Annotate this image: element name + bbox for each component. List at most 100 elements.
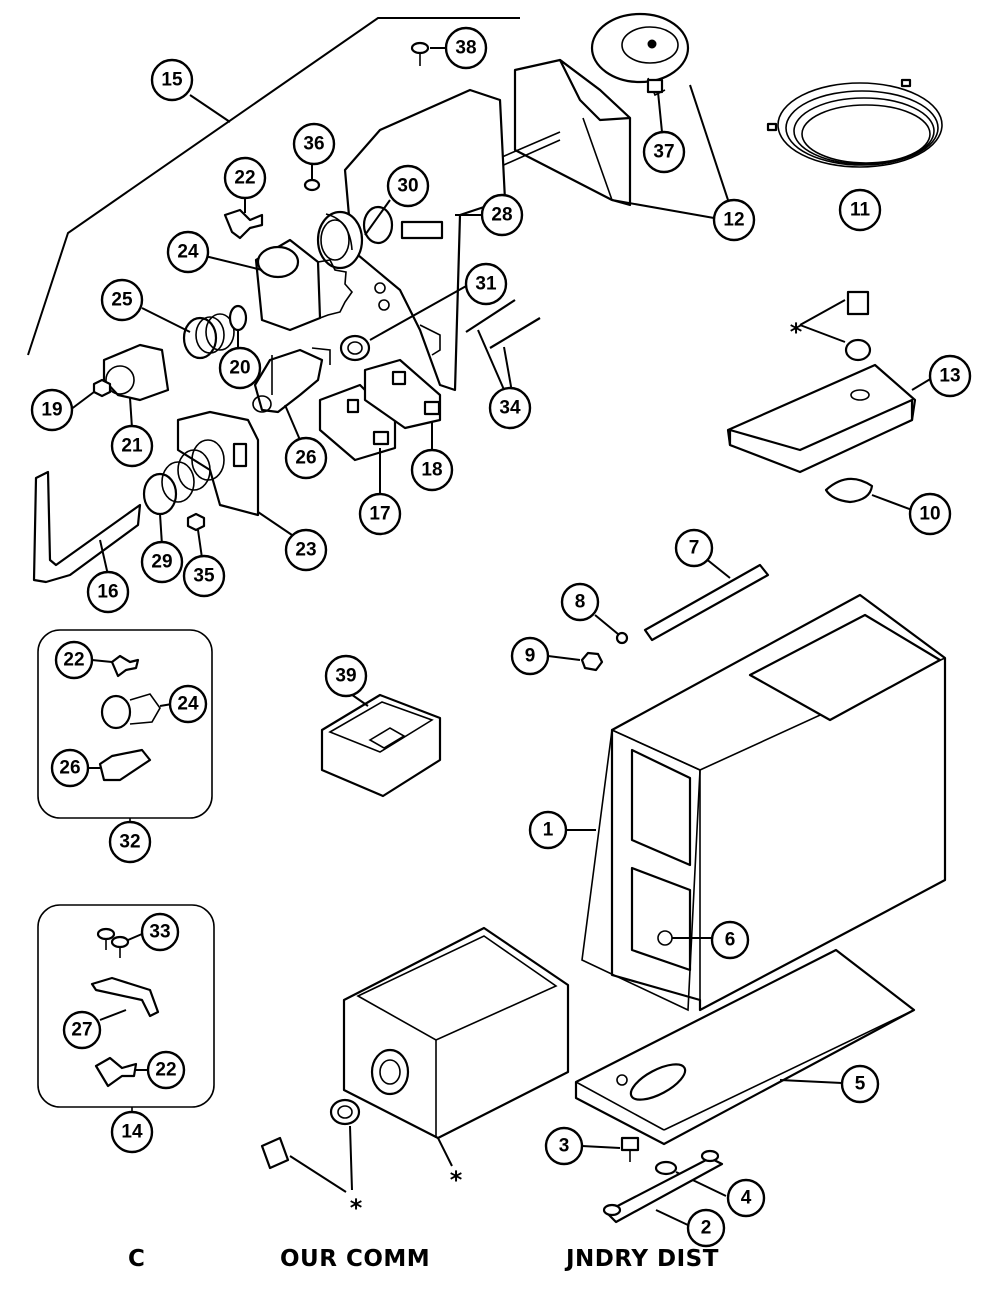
callout-32-26: 26 (50, 748, 90, 788)
part-bin (342, 926, 570, 1167)
svg-text:30: 30 (397, 176, 418, 197)
callout-10: 10 (908, 492, 952, 536)
callout-32-24: 24 (168, 684, 208, 724)
callout-11: 11 (838, 188, 882, 232)
callout-23: 23 (284, 528, 328, 572)
part-spring-25 (141, 307, 235, 360)
callout-39: 39 (324, 654, 368, 698)
callout-20: 20 (218, 346, 262, 390)
part-spring-31 (339, 284, 469, 362)
part-gear-housing (204, 238, 354, 332)
callout-32: 32 (108, 820, 152, 864)
callout-34: 34 (488, 386, 532, 430)
part-spring-30 (316, 199, 394, 270)
svg-text:21: 21 (121, 436, 143, 457)
svg-text:23: 23 (295, 540, 316, 561)
part-cam-21 (102, 343, 170, 429)
svg-text:16: 16 (97, 582, 118, 603)
part-nut-9 (547, 651, 604, 672)
footer-fragment-left: C (128, 1246, 146, 1272)
part-switch-18 (363, 358, 442, 452)
part-screw-36 (303, 162, 321, 192)
callout-38: 38 (444, 26, 488, 70)
svg-text:35: 35 (193, 566, 215, 587)
part-rod-7 (643, 557, 770, 642)
callout-3: 3 (544, 1126, 584, 1166)
callout-15: 15 (150, 58, 194, 102)
svg-text:10: 10 (919, 504, 940, 525)
part-base-plate (574, 948, 916, 1146)
svg-text:24: 24 (177, 242, 199, 263)
group-14-box (37, 904, 215, 1114)
svg-text:6: 6 (725, 930, 736, 951)
svg-text:3: 3 (559, 1136, 570, 1157)
part-wire-harness (766, 78, 943, 168)
svg-text:33: 33 (149, 922, 170, 943)
svg-text:29: 29 (151, 552, 172, 573)
part-spring-bracket (176, 410, 293, 536)
svg-text:5: 5 (855, 1074, 866, 1095)
callout-24: 24 (166, 230, 210, 274)
svg-text:4: 4 (741, 1188, 752, 1209)
callout-8: 8 (560, 582, 600, 622)
callout-26: 26 (284, 436, 328, 480)
callout-36: 36 (292, 122, 336, 166)
svg-text:22: 22 (234, 168, 255, 189)
svg-text:27: 27 (71, 1020, 92, 1041)
footer-fragment-right: JNDRY DIST (566, 1246, 719, 1272)
svg-text:20: 20 (229, 358, 250, 379)
asterisk-knob: * (350, 1194, 363, 1222)
asterisk-fitting: * (790, 318, 803, 346)
footer-caption: C OUR COMM JNDRY DIST (0, 1246, 1000, 1282)
callout-9: 9 (510, 636, 550, 676)
callout-12: 12 (712, 198, 756, 242)
part-spring-29 (142, 439, 225, 546)
callout-21: 21 (110, 424, 154, 468)
callout-4: 4 (726, 1178, 766, 1218)
svg-text:24: 24 (177, 694, 199, 715)
callout-14: 14 (110, 1110, 154, 1154)
svg-text:9: 9 (525, 646, 536, 667)
asterisk-bin: * (450, 1166, 463, 1194)
part-motor (494, 12, 690, 207)
svg-text:37: 37 (653, 142, 674, 163)
callout-1: 1 (528, 810, 568, 850)
leader-12 (611, 84, 729, 219)
part-lever-arm (32, 470, 142, 584)
svg-text:39: 39 (335, 666, 356, 687)
svg-text:19: 19 (41, 400, 62, 421)
callout-7: 7 (674, 528, 714, 568)
part-wing-nut-22 (223, 195, 264, 240)
callout-37: 37 (642, 130, 686, 174)
svg-text:14: 14 (121, 1122, 143, 1143)
callout-5: 5 (840, 1064, 880, 1104)
callout-29: 29 (140, 540, 184, 584)
svg-text:7: 7 (689, 538, 700, 559)
callout-6: 6 (710, 920, 750, 960)
part-lever-bracket (252, 347, 331, 441)
part-rods (465, 299, 541, 393)
callout-31: 31 (464, 262, 508, 306)
callout-18: 18 (410, 448, 454, 492)
part-funnel-39 (320, 691, 442, 798)
footer-fragment-middle: OUR COMM (280, 1246, 431, 1272)
svg-text:18: 18 (421, 460, 442, 481)
callout-35: 35 (182, 554, 226, 598)
part-washer-20 (228, 304, 248, 350)
svg-text:15: 15 (161, 70, 183, 91)
svg-text:17: 17 (369, 504, 390, 525)
svg-text:32: 32 (119, 832, 140, 853)
part-tab (260, 1136, 347, 1193)
callout-16: 16 (86, 570, 130, 614)
callout-13: 13 (928, 354, 972, 398)
svg-text:2: 2 (701, 1218, 712, 1239)
svg-text:36: 36 (303, 134, 324, 155)
callout-17: 17 (358, 492, 402, 536)
svg-text:28: 28 (491, 205, 512, 226)
part-main-housing (566, 593, 947, 1012)
part-tray-13 (726, 363, 933, 474)
part-screw-37 (646, 78, 664, 133)
part-washer-8 (594, 614, 629, 645)
part-fitting (799, 290, 872, 362)
